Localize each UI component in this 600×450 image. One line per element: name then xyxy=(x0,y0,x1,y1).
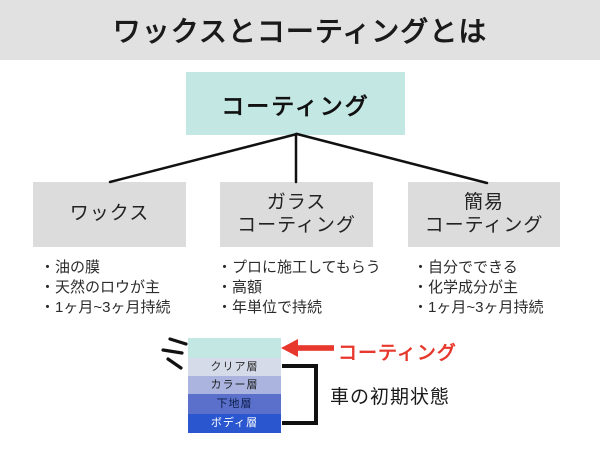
list-item: ・自分でできる xyxy=(413,259,518,276)
list-item: ・プロに施工してもらう xyxy=(217,259,381,276)
coating-layer xyxy=(188,338,281,358)
category-label-wax: ワックス xyxy=(69,203,150,225)
list-item: ・高額 xyxy=(217,279,263,296)
list-item: ・天然のロウが主 xyxy=(40,279,161,296)
glass-coating-bullet-list: ・プロに施工してもらう ・高額 ・年単位で持続 xyxy=(217,258,381,318)
category-label-glass-coating: ガラス コーティング xyxy=(237,192,356,236)
simple-coating-bullet-list: ・自分でできる ・化学成分が主 ・1ヶ月~3ヶ月持続 xyxy=(413,258,543,318)
paint-layer-stack: クリア層 カラー層 下地層 ボディ層 xyxy=(188,338,281,433)
list-item: ・1ヶ月~3ヶ月持続 xyxy=(413,299,544,316)
layer-body: ボディ層 xyxy=(188,414,281,433)
category-box-glass-coating: ガラス コーティング xyxy=(220,182,373,247)
coating-arrow-icon xyxy=(281,339,334,357)
list-item: ・化学成分が主 xyxy=(413,279,519,296)
bracket-shape xyxy=(282,364,318,425)
initial-state-label: 車の初期状態 xyxy=(330,387,451,408)
root-node-coating: コーティング xyxy=(186,72,405,135)
category-label-simple-coating: 簡易 コーティング xyxy=(424,192,544,236)
list-item: ・油の膜 xyxy=(40,259,101,276)
coating-arrow-label: コーティング xyxy=(338,343,457,364)
list-item: ・1ヶ月~3ヶ月持続 xyxy=(40,299,171,316)
title-band: ワックスとコーティングとは xyxy=(0,0,600,60)
wax-bullet-list: ・油の膜 ・天然のロウが主 ・1ヶ月~3ヶ月持続 xyxy=(40,258,170,318)
layer-clear: クリア層 xyxy=(188,358,281,376)
tree-connector-lines xyxy=(108,132,489,185)
layer-primer: 下地層 xyxy=(188,394,281,414)
category-box-simple-coating: 簡易 コーティング xyxy=(408,182,560,247)
category-box-wax: ワックス xyxy=(33,182,186,247)
root-node-label: コーティング xyxy=(221,92,370,119)
page-title: ワックスとコーティングとは xyxy=(112,16,488,47)
list-item: ・年単位で持続 xyxy=(217,299,323,316)
sparkle-icon xyxy=(161,337,188,370)
layer-color: カラー層 xyxy=(188,376,281,394)
